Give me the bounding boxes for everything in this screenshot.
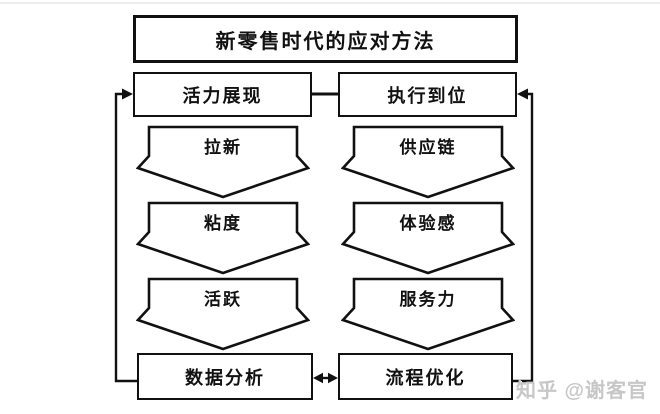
down-arrow-icon — [341, 277, 515, 351]
left-flow-top-box: 活力展现 — [133, 72, 312, 117]
right-step-arrow-3: 服务力 — [341, 277, 515, 351]
left-step-arrow-3: 活跃 — [136, 277, 310, 351]
step-label: 拉新 — [204, 137, 242, 157]
diagram-title: 新零售时代的应对方法 — [215, 30, 436, 53]
right-flow-bottom-label: 流程优化 — [385, 367, 466, 388]
right-feedback-line — [513, 92, 534, 383]
left-feedback-line — [114, 92, 137, 383]
left-feedback-arrowhead-icon — [122, 88, 133, 100]
right-step-arrow-2: 体验感 — [341, 201, 515, 275]
down-arrow-icon — [341, 125, 515, 199]
step-label: 活跃 — [204, 289, 242, 309]
right-flow-top-label: 执行到位 — [387, 85, 468, 106]
step-label: 供应链 — [399, 137, 457, 157]
right-flow-bottom-box: 流程优化 — [338, 353, 513, 400]
bottom-arrowhead-right-icon — [328, 372, 338, 384]
step-label: 体验感 — [399, 213, 457, 233]
diagram-title-box: 新零售时代的应对方法 — [133, 15, 518, 63]
top-border-line — [0, 2, 660, 4]
right-feedback-arrowhead-icon — [517, 88, 528, 100]
right-step-arrow-1: 供应链 — [341, 125, 515, 199]
step-label: 服务力 — [399, 289, 457, 309]
left-flow-bottom-box: 数据分析 — [137, 353, 313, 400]
down-arrow-icon — [136, 201, 310, 275]
down-arrow-icon — [136, 277, 310, 351]
watermark: 知乎 @谢客官 — [516, 380, 649, 402]
down-arrow-icon — [136, 125, 310, 199]
left-flow-top-label: 活力展现 — [182, 85, 263, 106]
down-arrow-icon — [341, 201, 515, 275]
left-step-arrow-1: 拉新 — [136, 125, 310, 199]
right-flow-top-box: 执行到位 — [338, 72, 517, 117]
left-flow-bottom-label: 数据分析 — [185, 367, 265, 388]
left-step-arrow-2: 粘度 — [136, 201, 310, 275]
step-label: 粘度 — [204, 213, 242, 233]
bottom-arrowhead-left-icon — [313, 372, 323, 384]
